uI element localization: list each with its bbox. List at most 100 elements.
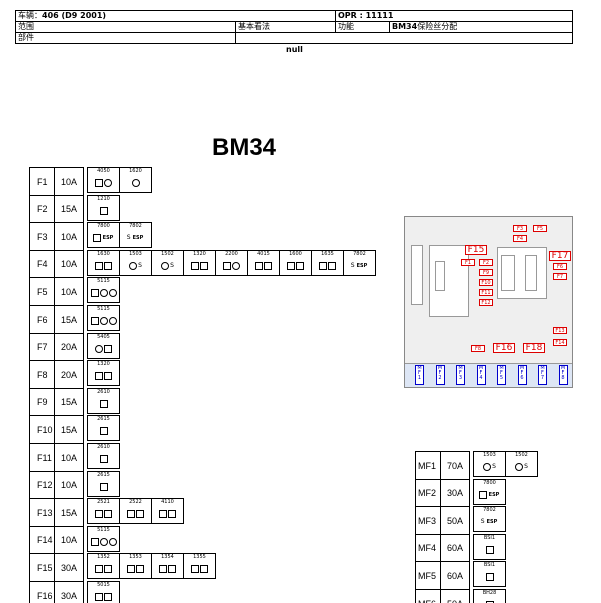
fuse-id: MF6 — [415, 589, 441, 603]
fuse-components: 2610 — [87, 443, 120, 471]
component-box: 5115 — [87, 305, 120, 331]
component-circle-icon — [108, 317, 117, 325]
fuse-position-label: F6 — [553, 263, 567, 270]
fuse-amperage: 10A — [54, 249, 84, 279]
maxi-fuse-slot-text: F — [418, 370, 421, 376]
component-symbol — [99, 423, 108, 439]
maxi-fuse-slot-text: 7 — [540, 375, 545, 381]
maxi-fuse-slot-text: F — [438, 370, 442, 376]
component-square-icon — [200, 565, 208, 574]
esp-icon: ESP — [101, 235, 115, 242]
component-symbol — [485, 597, 494, 603]
component-square-icon — [168, 510, 176, 519]
component-symbol — [287, 258, 304, 274]
fuse-position-label: F14 — [553, 339, 567, 346]
component-circle-icon — [131, 179, 140, 187]
fuse-amperage: 10A — [54, 277, 84, 307]
component-code: 5115 — [97, 526, 110, 533]
relay-left-inner — [435, 261, 445, 291]
fuse-amperage: 10A — [54, 443, 84, 472]
scope-label: 范围 — [15, 21, 236, 33]
basic-label: 基本看法 — [235, 21, 336, 33]
fuse-position-label: F5 — [533, 225, 547, 232]
maxi-fuse-slot-text: M — [560, 365, 566, 371]
esp-icon: ESP — [485, 519, 499, 526]
component-square-icon — [159, 565, 167, 574]
parts-value — [235, 32, 573, 44]
component-symbol — [255, 258, 272, 274]
component-box: 4050 — [87, 167, 120, 193]
fuse-amperage: 50A — [440, 506, 470, 536]
component-square-icon — [92, 234, 101, 243]
component-code: 1503 — [483, 452, 496, 458]
component-square-icon — [136, 510, 144, 519]
component-code: 7800 — [483, 479, 496, 486]
component-box: 1354 — [151, 553, 184, 580]
maxi-fuse-slot-text: M — [499, 365, 504, 371]
fuse-position-label-large: F18 — [523, 343, 545, 353]
s-icon: S — [126, 234, 131, 243]
component-box: 2615 — [87, 470, 120, 497]
component-square-icon — [104, 593, 112, 601]
s-icon: S — [524, 463, 528, 471]
component-symbol — [95, 175, 112, 191]
maxi-fuse-slot-text: F — [479, 370, 483, 376]
component-symbol — [90, 534, 117, 550]
maxi-fuse-slot-text: 5 — [499, 375, 504, 381]
component-code: 1635 — [321, 250, 334, 257]
component-box: 5015 — [87, 581, 120, 603]
fuse-position-label: F4 — [513, 235, 527, 242]
component-code: 5115 — [97, 278, 110, 285]
component-symbol — [95, 506, 112, 522]
component-box: 2615 — [87, 415, 120, 442]
component-box: BSI1 — [473, 561, 506, 588]
component-box: 1630 — [87, 249, 120, 276]
component-square-icon — [159, 510, 167, 519]
component-symbol — [223, 258, 240, 274]
maxi-fuse-slot-text: M — [478, 365, 484, 371]
fuse-components: BH28 — [473, 589, 506, 603]
fuse-id: F15 — [29, 553, 55, 583]
component-circle-icon — [129, 261, 138, 270]
component-box: 1320 — [87, 360, 120, 387]
fuse-amperage: 15A — [54, 498, 84, 528]
component-code: 2610 — [97, 444, 110, 450]
connector-block — [411, 245, 423, 305]
component-symbol — [485, 542, 494, 558]
fuse-position-label: F3 — [513, 225, 527, 232]
maxi-fuse-slot-text: 2 — [438, 375, 442, 381]
component-box: 5115 — [87, 277, 120, 304]
function-value-bold: BM34 — [392, 22, 418, 32]
fuse-position-label: F8 — [471, 345, 485, 352]
maxi-fuse-slot-text: F — [561, 370, 565, 376]
component-symbol — [99, 451, 108, 467]
component-code: 2615 — [97, 416, 110, 423]
null-text: null — [286, 45, 303, 54]
component-symbol — [159, 561, 176, 577]
maxi-fuse-slot-text: 4 — [479, 375, 483, 381]
fuse-amperage: 15A — [54, 387, 84, 417]
maxi-fuse-slot-text: M — [458, 365, 463, 371]
fuse-position-label-large: F16 — [493, 343, 515, 353]
fuse-amperage: 30A — [54, 581, 84, 603]
component-square-icon — [90, 289, 99, 298]
fuse-position-label: F9 — [479, 269, 493, 276]
component-square-icon — [136, 565, 144, 574]
component-code: 1503 — [129, 250, 142, 257]
fuse-components: BSI1 — [473, 533, 506, 562]
